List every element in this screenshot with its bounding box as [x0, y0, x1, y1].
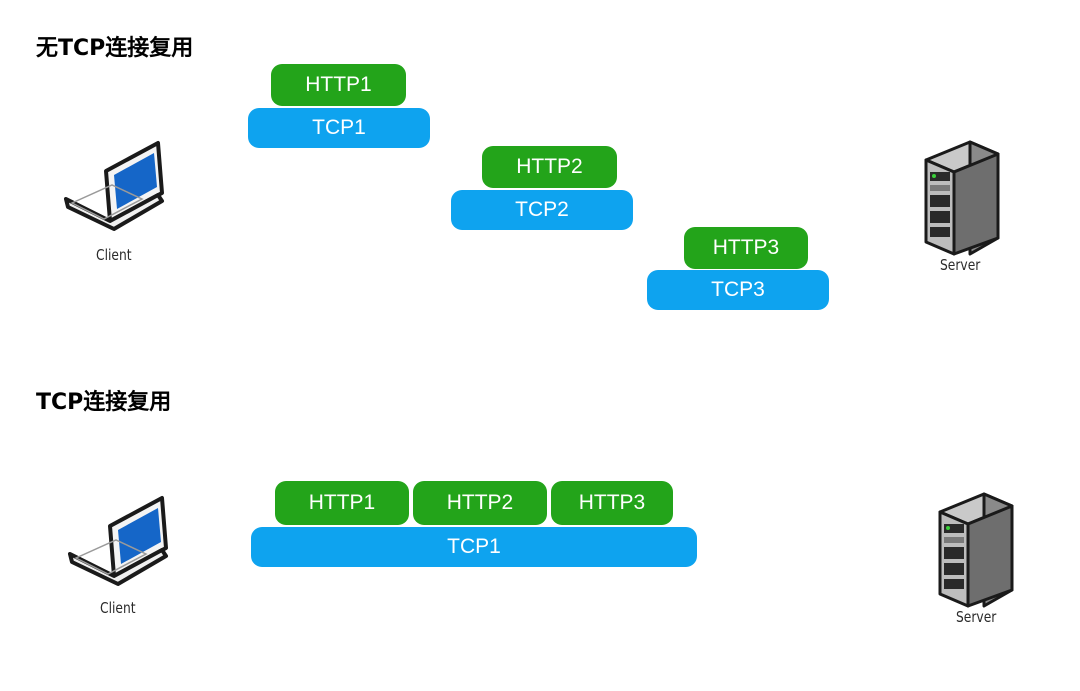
tcp2-block: TCP2: [451, 190, 633, 230]
section-title-no-reuse: 无TCP连接复用: [36, 36, 194, 61]
section-title-reuse: TCP连接复用: [36, 390, 172, 415]
laptop-icon: [64, 141, 164, 231]
http1-block: HTTP1: [275, 481, 409, 525]
server-tower-icon: [938, 492, 1014, 608]
server-tower-icon: [924, 140, 1000, 256]
tcp3-block: TCP3: [647, 270, 829, 310]
http2-block: HTTP2: [482, 146, 617, 188]
client-label: Client: [96, 246, 132, 264]
tcp1-block: TCP1: [251, 527, 697, 567]
laptop-icon: [68, 496, 168, 586]
client-label: Client: [100, 599, 136, 617]
http1-block: HTTP1: [271, 64, 406, 106]
http2-block: HTTP2: [413, 481, 547, 525]
http3-block: HTTP3: [684, 227, 808, 269]
server-label: Server: [956, 608, 997, 626]
tcp1-block: TCP1: [248, 108, 430, 148]
http3-block: HTTP3: [551, 481, 673, 525]
server-label: Server: [940, 256, 981, 274]
